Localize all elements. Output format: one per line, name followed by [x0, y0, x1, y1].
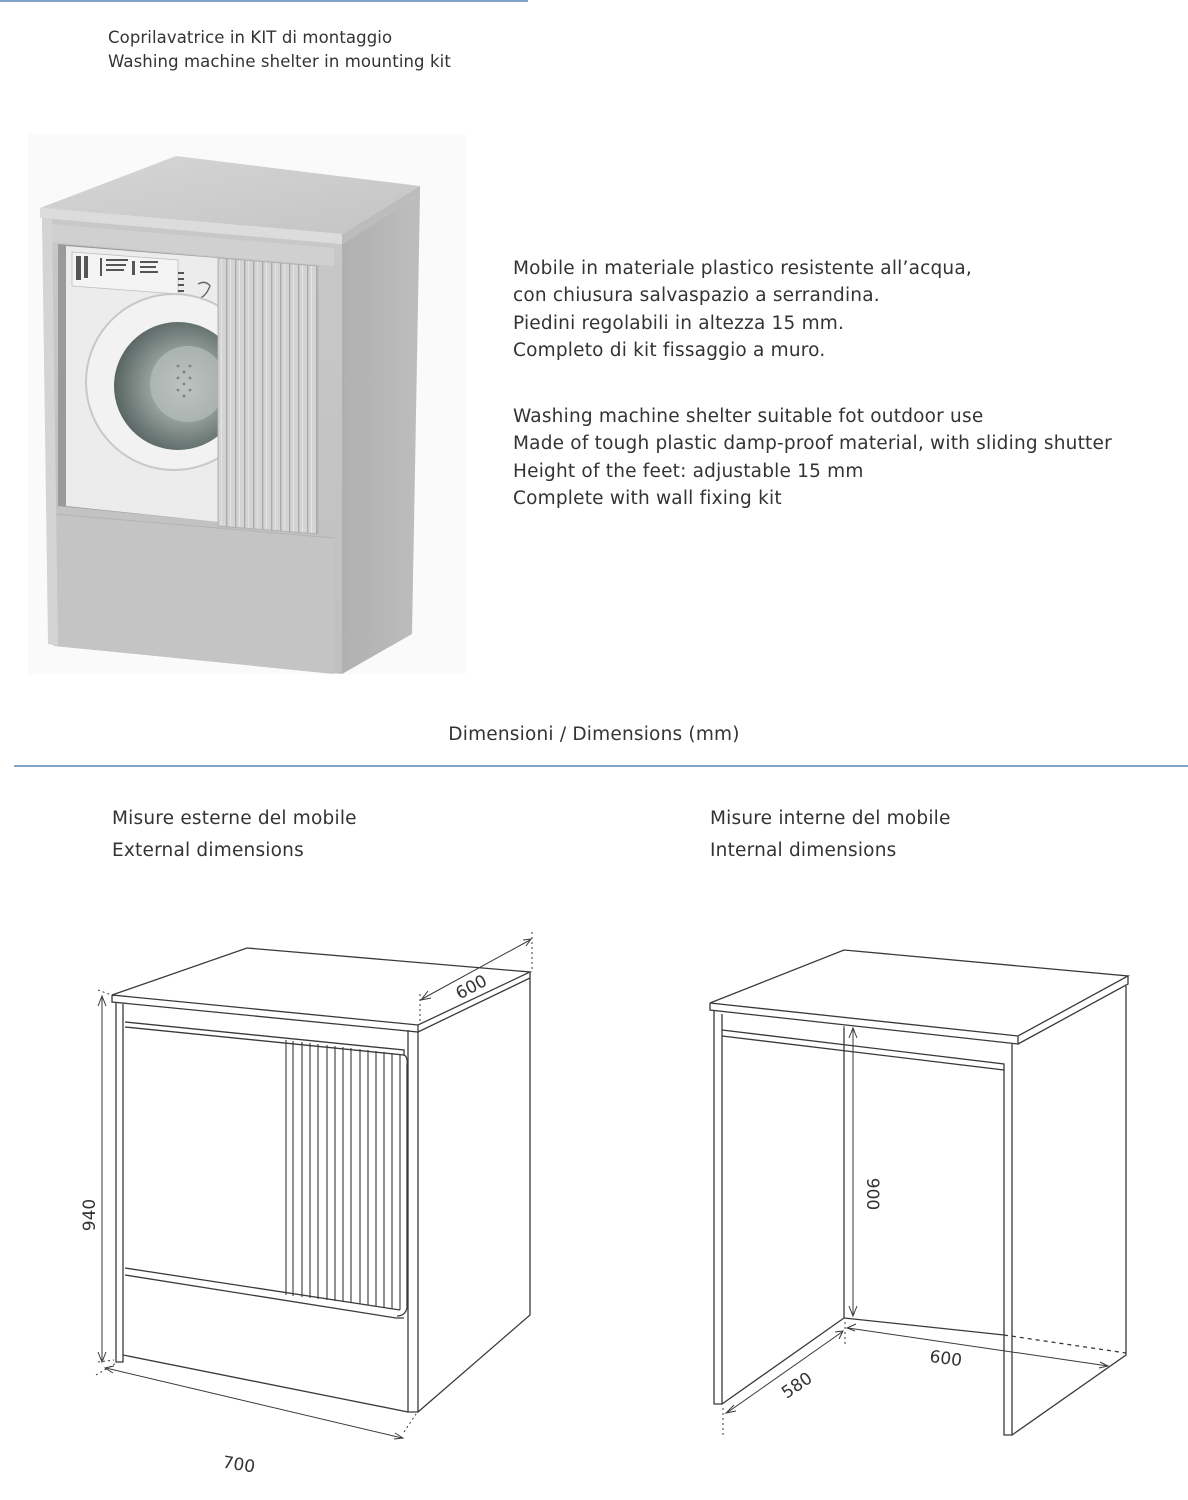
- description-line: Height of the feet: adjustable 15 mm: [513, 460, 864, 482]
- title-english: Washing machine shelter in mounting kit: [108, 52, 451, 71]
- description-line: Washing machine shelter suitable fot out…: [513, 406, 984, 427]
- external-label-italian: Misure esterne del mobile: [112, 808, 357, 829]
- external-dimensions-label: Misure esterne del mobile External dimen…: [112, 803, 357, 867]
- description-italian: Mobile in materiale plastico resistente …: [513, 255, 972, 364]
- internal-dimensions-drawing: 900 580 600: [690, 930, 1170, 1500]
- top-divider: [0, 0, 528, 2]
- product-title: Coprilavatrice in KIT di montaggio Washi…: [108, 26, 451, 74]
- product-photo: [28, 134, 466, 674]
- external-label-english: External dimensions: [112, 840, 304, 861]
- description-line: Completo di kit fissaggio a muro.: [513, 339, 826, 361]
- internal-height-label: 900: [862, 1178, 882, 1210]
- external-width-label: 700: [221, 1453, 256, 1478]
- internal-depth-label: 580: [778, 1368, 816, 1403]
- dimensions-divider: [14, 765, 1188, 767]
- dimensions-heading: Dimensioni / Dimensions (mm): [448, 724, 740, 745]
- description-line: Mobile in materiale plastico resistente …: [513, 258, 972, 279]
- external-dimensions-drawing: 940 700 600: [70, 920, 560, 1500]
- description-line: Complete with wall fixing kit: [513, 487, 782, 509]
- description-line: con chiusura salvaspazio a serrandina.: [513, 285, 880, 307]
- description-english: Washing machine shelter suitable fot out…: [513, 403, 1112, 512]
- internal-dimensions-label: Misure interne del mobile Internal dimen…: [710, 803, 951, 867]
- description-line: Made of tough plastic damp-proof materia…: [513, 433, 1112, 455]
- internal-label-italian: Misure interne del mobile: [710, 808, 951, 829]
- external-height-label: 940: [80, 1199, 100, 1231]
- description-line: Piedini regolabili in altezza 15 mm.: [513, 312, 845, 334]
- internal-label-english: Internal dimensions: [710, 840, 897, 861]
- internal-width-label: 600: [928, 1347, 963, 1371]
- title-italian: Coprilavatrice in KIT di montaggio: [108, 28, 393, 47]
